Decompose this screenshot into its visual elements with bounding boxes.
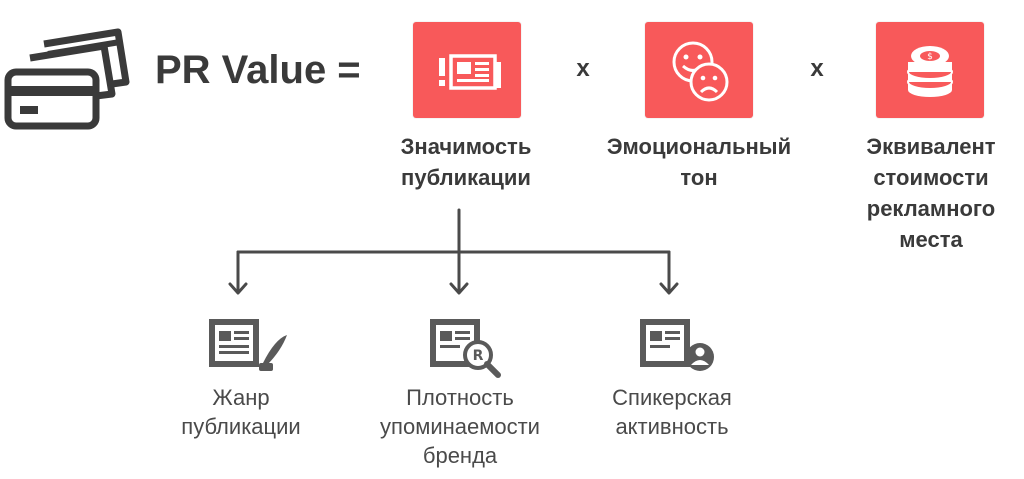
credit-cards-icon: [4, 28, 130, 130]
newspaper-quill-icon: [209, 319, 287, 371]
factor-tile-significance: [413, 22, 521, 118]
factor-tile-ad-equivalent: $: [876, 22, 984, 118]
factor-label-ad-equivalent: Эквивалент стоимости рекламного места: [866, 134, 996, 252]
arrowhead-middle: [449, 282, 469, 295]
newspaper-magnifier-icon: R: [430, 319, 501, 378]
multiply-operator: x: [810, 55, 824, 82]
multiply-operator: x: [576, 55, 590, 82]
factor-tile-emotional-tone: [645, 22, 753, 118]
subfactor-label-speaker-activity: Спикерская активность: [612, 385, 732, 439]
arrowhead-left: [228, 282, 248, 295]
formula-title: PR Value =: [155, 48, 361, 92]
subfactor-label-brand-density: Плотность упоминаемости бренда: [380, 385, 540, 468]
newspaper-person-icon: [640, 319, 714, 371]
coins-stack-icon: $: [907, 46, 953, 97]
factor-label-significance: Значимость публикации: [400, 134, 532, 190]
arrowhead-right: [659, 282, 679, 295]
svg-text:R: R: [473, 348, 484, 364]
happy-sad-face-icon: [672, 41, 729, 102]
newspaper-alert-icon: [439, 54, 501, 90]
factor-label-emotional-tone: Эмоциональный тон: [606, 134, 792, 190]
svg-text:$: $: [927, 52, 933, 62]
subfactor-label-genre: Жанр публикации: [181, 385, 301, 439]
